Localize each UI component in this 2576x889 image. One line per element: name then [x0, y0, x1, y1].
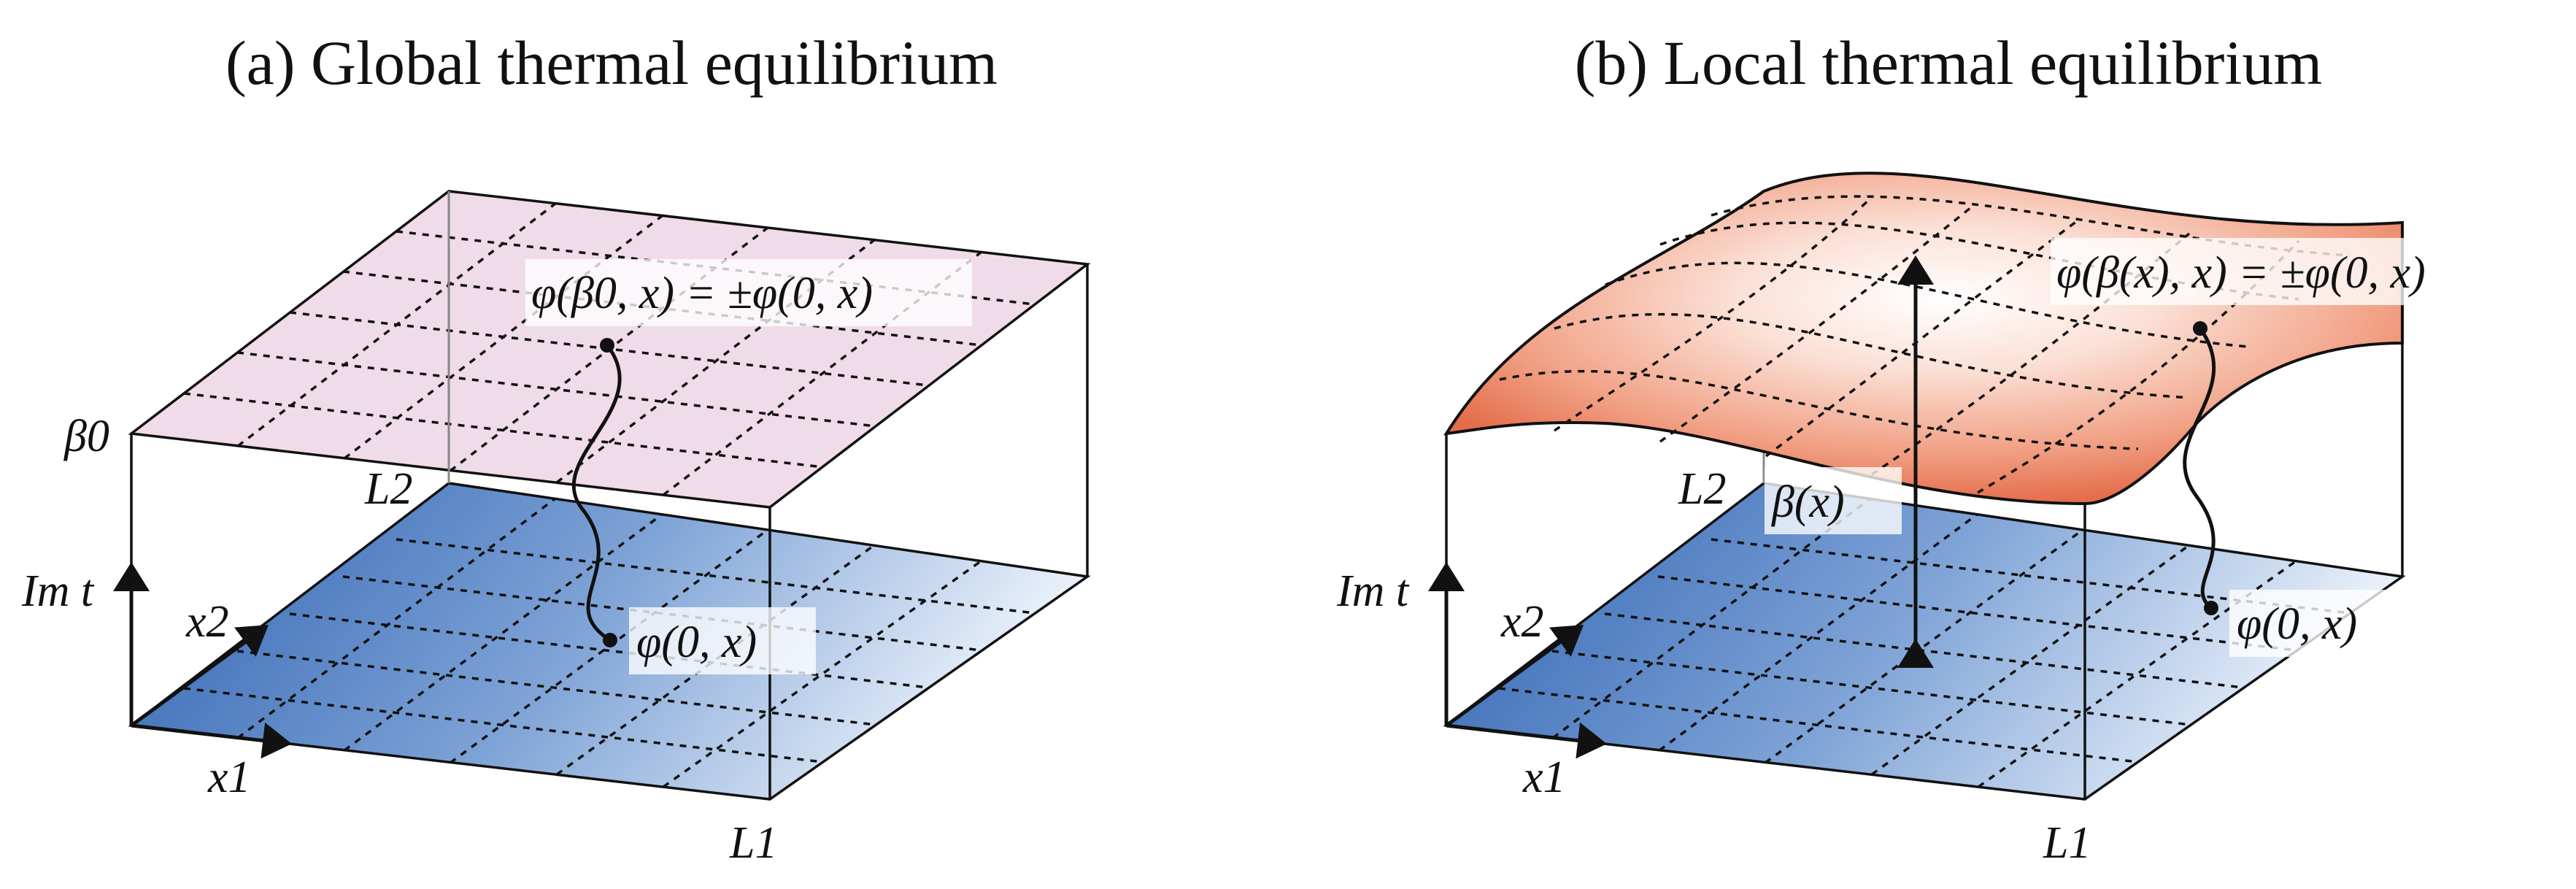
field-bottom-label: φ(0, x) [636, 617, 757, 667]
panel-a-title: (a) Global thermal equilibrium [225, 28, 998, 98]
beta0-label: β0 [63, 412, 109, 461]
L1-label: L1 [2043, 818, 2091, 868]
label-bg [525, 259, 972, 326]
field-worldline [571, 344, 622, 642]
label-bg [1765, 467, 1902, 534]
im-t-label: Im t [1336, 566, 1410, 616]
im-t-label: Im t [21, 566, 95, 616]
field-point-top [2193, 321, 2207, 336]
field-point-top [600, 338, 614, 353]
field-point-bottom [2204, 601, 2218, 615]
field-point-bottom [603, 633, 617, 647]
panel-a: (a) Global thermal equilibrium [21, 28, 1091, 868]
x2-axis-arrow [130, 625, 269, 728]
label-bg [629, 607, 816, 674]
x1-axis-arrow [131, 722, 292, 759]
curved-surface [1443, 172, 2404, 506]
beta-x-label: β(x) [1771, 477, 1845, 527]
label-bg [2229, 590, 2416, 657]
x1-label: x1 [207, 753, 251, 802]
label-bg [2051, 238, 2570, 305]
field-bottom-label: φ(0, x) [2237, 599, 2357, 649]
L2-label: L2 [1678, 464, 1726, 514]
x2-label: x2 [1500, 597, 1544, 647]
x2-axis-arrow [1445, 625, 1584, 728]
field-worldline [2183, 327, 2216, 609]
x2-label: x2 [185, 597, 229, 647]
x1-label: x1 [1522, 753, 1566, 802]
field-top-label: φ(β(x), x) = ±φ(0, x) [2056, 248, 2426, 298]
panel-b-title: (b) Local thermal equilibrium [1575, 28, 2322, 98]
L2-label: L2 [364, 464, 412, 514]
L1-label: L1 [729, 818, 777, 868]
x1-axis-arrow [1446, 722, 1607, 759]
field-top-label: φ(β0, x) = ±φ(0, x) [531, 269, 873, 318]
panel-b: (b) Local thermal equilibrium [1336, 28, 2570, 868]
